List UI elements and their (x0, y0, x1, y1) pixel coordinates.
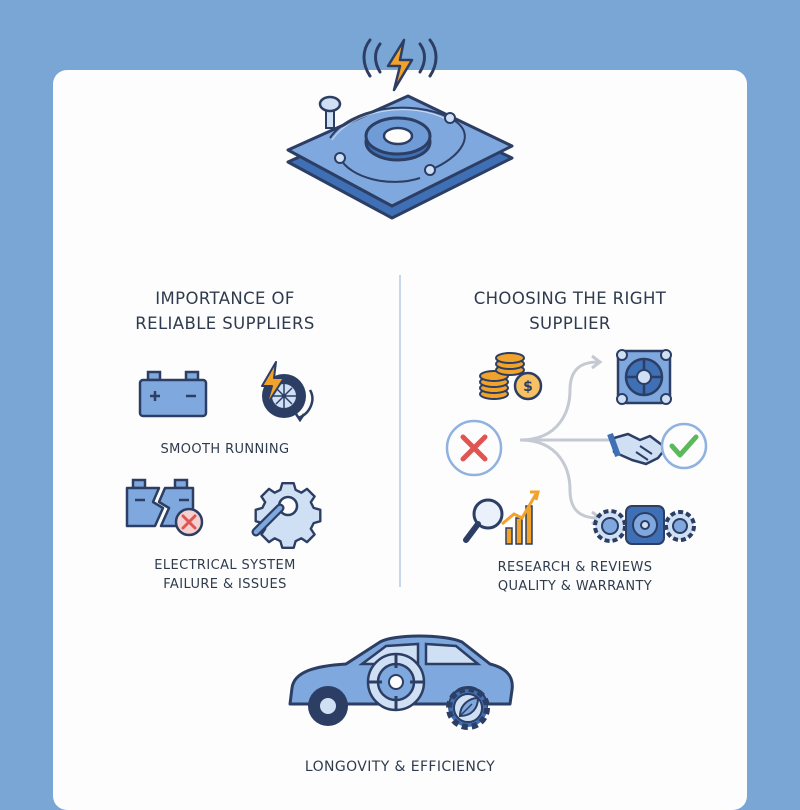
right-title-line1: CHOOSING THE RIGHT (473, 289, 667, 308)
failure-caption-line1: ELECTRICAL SYSTEM (154, 558, 296, 573)
right-section-title: CHOOSING THE RIGHT SUPPLIER (455, 286, 685, 336)
research-caption: RESEARCH & REVIEWS QUALITY & WARRANTY (465, 558, 685, 596)
handshake-check-icon (607, 422, 708, 470)
left-section-title: IMPORTANCE OF RELIABLE SUPPLIERS (110, 286, 340, 336)
car-icon (288, 634, 514, 726)
gears-icon (593, 505, 696, 545)
right-title-line2: SUPPLIER (529, 314, 611, 333)
eco-gear-icon (446, 686, 490, 730)
circuit-board-icon (286, 94, 514, 220)
research-caption-line1: RESEARCH & REVIEWS (497, 560, 653, 575)
alternator-icon (616, 349, 672, 405)
battery-icon (138, 370, 208, 418)
lightning-tire-icon (261, 361, 314, 423)
magnifier-chart-icon (463, 490, 540, 545)
coins-icon: $ (479, 352, 543, 401)
failure-caption: ELECTRICAL SYSTEM FAILURE & ISSUES (115, 556, 335, 594)
longevity-caption: LONGOVITY & EFFICIENCY (304, 759, 496, 775)
section-divider (399, 275, 401, 587)
left-title-line1: IMPORTANCE OF (155, 289, 295, 308)
cross-icon (445, 419, 503, 477)
smooth-running-caption: SMOOTH RUNNING (160, 442, 290, 457)
wrench-gear-icon (251, 482, 322, 549)
broken-battery-icon (125, 478, 204, 537)
left-title-line2: RELIABLE SUPPLIERS (135, 314, 315, 333)
connector-curves (519, 354, 612, 526)
svg-text:$: $ (523, 379, 533, 395)
research-caption-line2: QUALITY & WARRANTY (497, 579, 653, 594)
lightning-icon (362, 38, 438, 92)
failure-caption-line2: FAILURE & ISSUES (163, 577, 287, 592)
